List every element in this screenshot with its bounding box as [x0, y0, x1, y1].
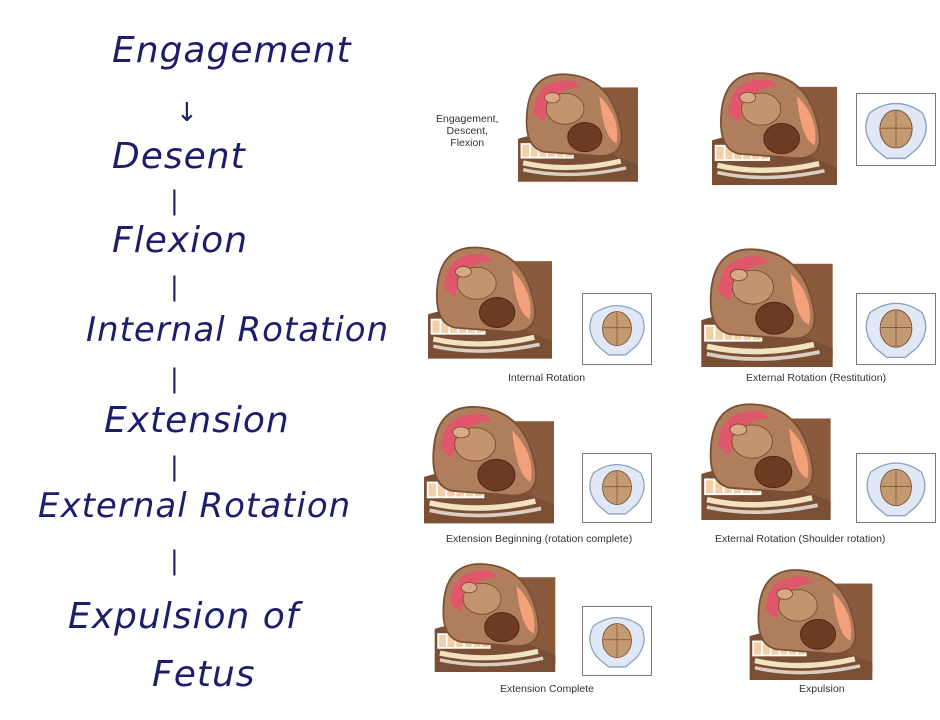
pelvis-inset: [582, 606, 652, 676]
step-internal-rotation: Internal Rotation: [86, 310, 390, 350]
extension-complete-illustration: [424, 560, 566, 672]
label-line: Descent,: [446, 125, 488, 137]
restitution-illustration: [692, 245, 842, 367]
label-expulsion: Expulsion: [799, 683, 845, 695]
extension-beginning-illustration: [424, 400, 554, 526]
label-line: Engagement,: [436, 113, 499, 125]
expulsion-illustration: [716, 566, 906, 680]
shoulder-rotation-illustration: [688, 400, 844, 520]
pelvis-inset: [856, 293, 936, 365]
connector-line: |: [170, 186, 179, 216]
connector-line: |: [170, 546, 179, 576]
label-engagement: Engagement, Descent, Flexion: [436, 113, 498, 149]
label-restitution: External Rotation (Restitution): [746, 372, 887, 384]
step-expulsion-of: Expulsion of: [68, 596, 300, 637]
step-external-rotation: External Rotation: [38, 486, 352, 526]
pelvis-inset: [856, 93, 936, 166]
step-extension: Extension: [104, 400, 290, 441]
pelvis-inset: [582, 453, 652, 523]
engagement-illustration: [518, 62, 638, 190]
descent-illustration: [712, 62, 837, 192]
label-shoulder-rotation: External Rotation (Shoulder rotation): [715, 533, 886, 545]
step-engagement: Engagement: [112, 30, 352, 71]
connector-line: |: [170, 364, 179, 394]
pelvis-inset: [856, 453, 936, 523]
label-internal-rotation: Internal Rotation: [508, 372, 586, 384]
label-extension-beginning: Extension Beginning (rotation complete): [446, 533, 633, 545]
pelvis-inset: [582, 293, 652, 365]
step-fetus: Fetus: [152, 654, 256, 695]
label-extension-complete: Extension Complete: [500, 683, 594, 695]
step-flexion: Flexion: [112, 220, 249, 261]
internal-rotation-illustration: [428, 236, 552, 366]
step-descent: Desent: [112, 136, 246, 177]
arrow-down-icon: ↓: [176, 98, 198, 128]
label-line: Flexion: [450, 137, 485, 149]
connector-line: |: [170, 452, 179, 482]
connector-line: |: [170, 272, 179, 302]
